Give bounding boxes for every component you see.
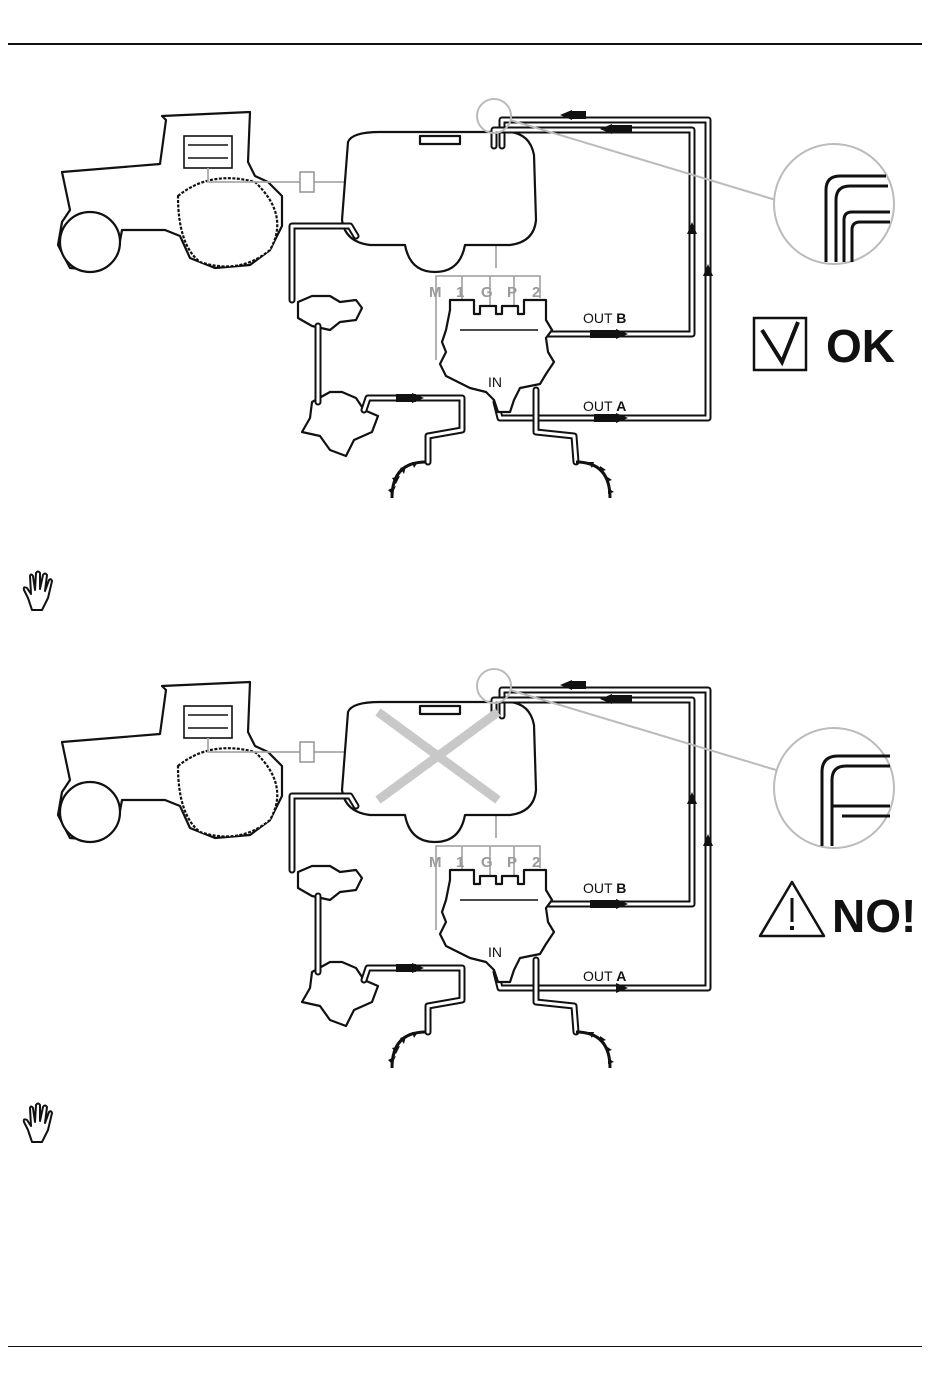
filter (298, 296, 362, 330)
port-label: P (507, 284, 517, 301)
port-label: P (507, 854, 517, 871)
detail-zoom-no (774, 728, 894, 848)
tractor (58, 682, 282, 842)
in-label: IN (488, 374, 502, 390)
hand-stop-icon (20, 570, 60, 614)
tank (342, 702, 536, 842)
out-b-label: OUT B (583, 880, 626, 896)
out-a-label: OUT A (583, 398, 626, 414)
port-label: G (481, 284, 493, 301)
diagram-no: M 1 G P 2 IN OUT B OUT A NO! (0, 660, 950, 1130)
boom-section-left (388, 1032, 426, 1068)
bottom-rule (8, 1346, 922, 1347)
detail-zoom-ok (774, 144, 894, 264)
port-labels: M 1 G P 2 (429, 854, 540, 871)
warning-triangle-icon (760, 882, 824, 936)
cable-connector (300, 742, 314, 762)
port-label: 1 (456, 284, 464, 301)
cable-connector (300, 172, 314, 192)
port-labels: M 1 G P 2 (429, 284, 540, 301)
diagram-ok: M 1 G P 2 IN OUT B OUT A OK (0, 90, 950, 560)
tank (342, 132, 536, 272)
filter (298, 866, 362, 900)
out-a-label: OUT A (583, 968, 626, 984)
boom-section-right (576, 1032, 614, 1068)
port-label: 1 (456, 854, 464, 871)
port-label: M (429, 284, 442, 301)
boom-section-left (388, 462, 426, 498)
port-label: 2 (532, 854, 540, 871)
hand-stop-icon (20, 1102, 60, 1146)
in-label: IN (488, 944, 502, 960)
boom-section-right (576, 462, 614, 498)
verdict-ok: OK (826, 320, 895, 372)
top-rule (8, 43, 922, 45)
out-b-label: OUT B (583, 310, 626, 326)
port-label: 2 (532, 284, 540, 301)
checkmark-box-icon (754, 318, 806, 370)
port-label: M (429, 854, 442, 871)
verdict-no: NO! (832, 890, 916, 942)
tractor (58, 112, 282, 272)
port-label: G (481, 854, 493, 871)
